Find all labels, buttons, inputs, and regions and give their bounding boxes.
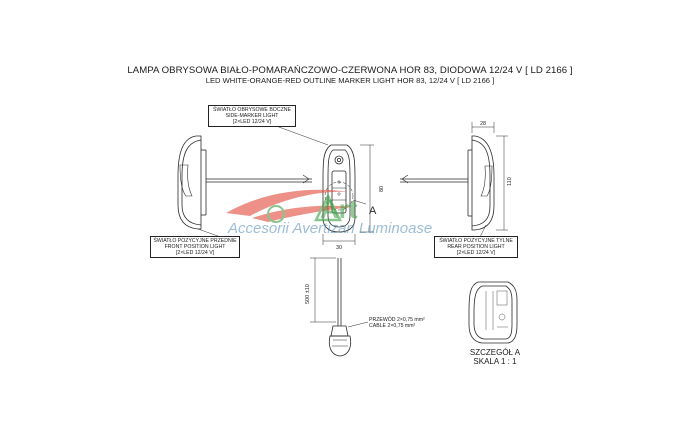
rear-position-line2: REAR POSITION LIGHT bbox=[447, 244, 505, 250]
cable-drawing bbox=[310, 257, 369, 357]
dimension-height-front: 80 bbox=[379, 186, 385, 192]
cable-label: PRZEWÓD 2×0,75 mm² CABLE 2×0,75 mm² bbox=[369, 317, 425, 329]
cable-line2: CABLE 2×0,75 mm² bbox=[369, 323, 416, 329]
detail-line1: SZCZEGÓŁ A bbox=[469, 348, 521, 357]
right-side-view bbox=[400, 122, 508, 231]
front-position-label: ŚWIATŁO POZYCYJNE PRZEDNIE FRONT POSITIO… bbox=[150, 236, 240, 258]
title-polish: LAMPA OBRYSOWA BIAŁO-POMARAŃCZOWO-CZERWO… bbox=[127, 65, 573, 76]
section-marker-a: A bbox=[369, 205, 377, 217]
cable-line1: PRZEWÓD 2×0,75 mm² bbox=[369, 317, 425, 323]
side-marker-line3: [2×LED 12/24 V] bbox=[232, 119, 272, 125]
front-position-line3: [2×LED 12/24 V] bbox=[175, 250, 215, 256]
dimension-cable-length: 500 ±10 bbox=[305, 284, 311, 304]
side-marker-line1: ŚWIATŁO OBRYSOWE BOCZNE bbox=[213, 107, 291, 113]
watermark-brand: Art bbox=[320, 194, 358, 224]
title-english: LED WHITE-ORANGE-RED OUTLINE MARKER LIGH… bbox=[205, 76, 495, 85]
detail-a-drawing bbox=[468, 281, 518, 344]
side-marker-line2: SIDE-MARKER LIGHT bbox=[225, 113, 279, 119]
left-side-view bbox=[177, 135, 312, 230]
watermark-tagline: Accesorii Avertizari Luminoase bbox=[228, 220, 433, 237]
dimension-width-front: 30 bbox=[336, 245, 342, 251]
front-position-line2: FRONT POSITION LIGHT bbox=[164, 244, 226, 250]
rear-position-line1: ŚWIATŁO POZYCYJNE TYLNE bbox=[439, 238, 513, 244]
dimension-height-right: 110 bbox=[507, 177, 513, 186]
rear-position-label: ŚWIATŁO POZYCYJNE TYLNE REAR POSITION LI… bbox=[434, 236, 518, 258]
watermark-logo bbox=[226, 189, 352, 223]
detail-a-caption: SZCZEGÓŁ A SKALA 1 : 1 bbox=[455, 348, 535, 366]
dimension-depth: 28 bbox=[480, 121, 486, 127]
front-position-line1: ŚWIATŁO POZYCYJNE PRZEDNIE bbox=[153, 238, 237, 244]
rear-position-line3: [2×LED 12/24 V] bbox=[456, 250, 496, 256]
front-view bbox=[322, 144, 374, 245]
detail-line2: SKALA 1 : 1 bbox=[473, 357, 517, 366]
side-marker-label: ŚWIATŁO OBRYSOWE BOCZNE SIDE-MARKER LIGH… bbox=[208, 105, 296, 127]
